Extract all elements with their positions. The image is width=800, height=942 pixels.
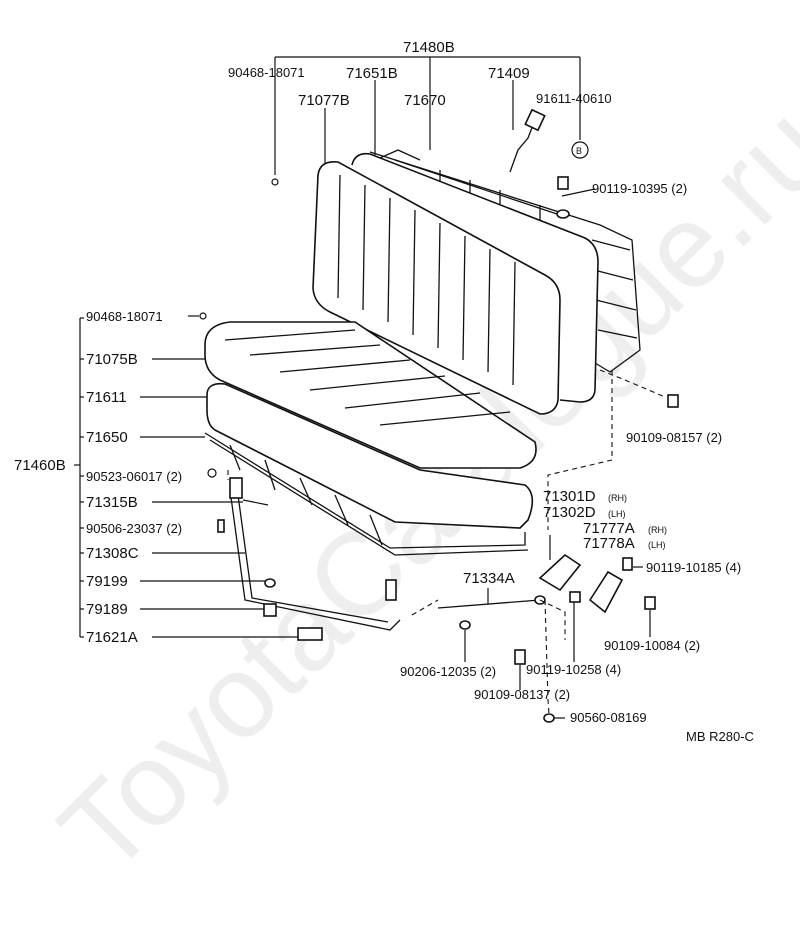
dashed-connectors: [227, 370, 666, 716]
seat-back-hook: [509, 108, 546, 173]
clip-90468-top: [271, 178, 279, 186]
label-90206-12035: 90206-12035 (2): [400, 664, 496, 679]
seat-leg-assembly: [229, 477, 401, 631]
leader-lines-top: [274, 56, 596, 197]
label-71621A: 71621A: [86, 629, 138, 646]
label-90119-10395: 90119-10395 (2): [592, 181, 687, 196]
seat-back-cover: [312, 160, 561, 415]
label-71777A-suffix: (RH): [648, 525, 667, 535]
label-90119-10258: 90119-10258 (4): [526, 662, 621, 677]
leader-lines-lower: [74, 315, 651, 719]
seat-cushion-pad: [206, 382, 534, 529]
label-71301D: 71301D: [543, 488, 596, 505]
hinge-bracket-rh-lh: [538, 535, 656, 614]
nut-90523: [207, 468, 217, 478]
reference-code: MB R280-C: [686, 729, 754, 744]
bolt-90109-08137: [514, 649, 526, 665]
bolt-90119-10395: [556, 176, 570, 219]
label-71480B: 71480B: [403, 39, 455, 56]
label-71460B: 71460B: [14, 457, 66, 474]
label-90523-06017: 90523-06017 (2): [86, 469, 182, 484]
label-91611-40610: 91611-40610: [536, 91, 612, 106]
rod-71334A: [437, 595, 546, 630]
washer-90560: [543, 713, 555, 723]
reference-b-circle: [571, 141, 589, 159]
label-90560-08169: 90560-08169: [570, 710, 647, 725]
label-79199: 79199: [86, 573, 128, 590]
reference-b-label: B: [576, 146, 582, 156]
label-90109-08137: 90109-08137 (2): [474, 687, 570, 702]
label-71651B: 71651B: [346, 65, 398, 82]
pin-90506: [217, 519, 225, 533]
label-71301D-suffix: (RH): [608, 493, 627, 503]
label-71778A-suffix: (LH): [648, 540, 666, 550]
label-90119-10185: 90119-10185 (4): [646, 560, 741, 575]
bolt-90109-08157: [667, 394, 679, 408]
label-71302D: 71302D: [543, 504, 596, 521]
cap-79189: [263, 603, 277, 617]
pad-71621A: [297, 627, 323, 641]
label-79189: 79189: [86, 601, 128, 618]
label-90468-18071-top: 90468-18071: [228, 65, 305, 80]
label-90109-08157: 90109-08157 (2): [626, 430, 722, 445]
label-90468-18071-lower: 90468-18071: [86, 309, 163, 324]
cap-79199: [264, 578, 276, 588]
label-71611: 71611: [86, 389, 127, 406]
bolt-71315B: [242, 499, 269, 506]
label-71075B: 71075B: [86, 351, 138, 368]
label-71302D-suffix: (LH): [608, 509, 626, 519]
seat-cushion-frame: [204, 432, 529, 556]
label-71778A: 71778A: [583, 535, 635, 552]
label-90506-23037: 90506-23037 (2): [86, 521, 182, 536]
label-71077B: 71077B: [298, 92, 350, 109]
label-71650: 71650: [86, 429, 128, 446]
seat-cushion-cover: [204, 321, 537, 469]
part-labels: 71480B 90468-18071 71651B 71409 71077B 7…: [14, 39, 754, 744]
label-71409: 71409: [488, 65, 530, 82]
clip-90468-lower: [199, 312, 207, 320]
label-90109-10084: 90109-10084 (2): [604, 638, 700, 653]
label-71334A: 71334A: [463, 570, 515, 587]
label-71777A: 71777A: [583, 520, 635, 537]
label-71670: 71670: [404, 92, 446, 109]
label-71315B: 71315B: [86, 494, 138, 511]
label-71308C: 71308C: [86, 545, 139, 562]
